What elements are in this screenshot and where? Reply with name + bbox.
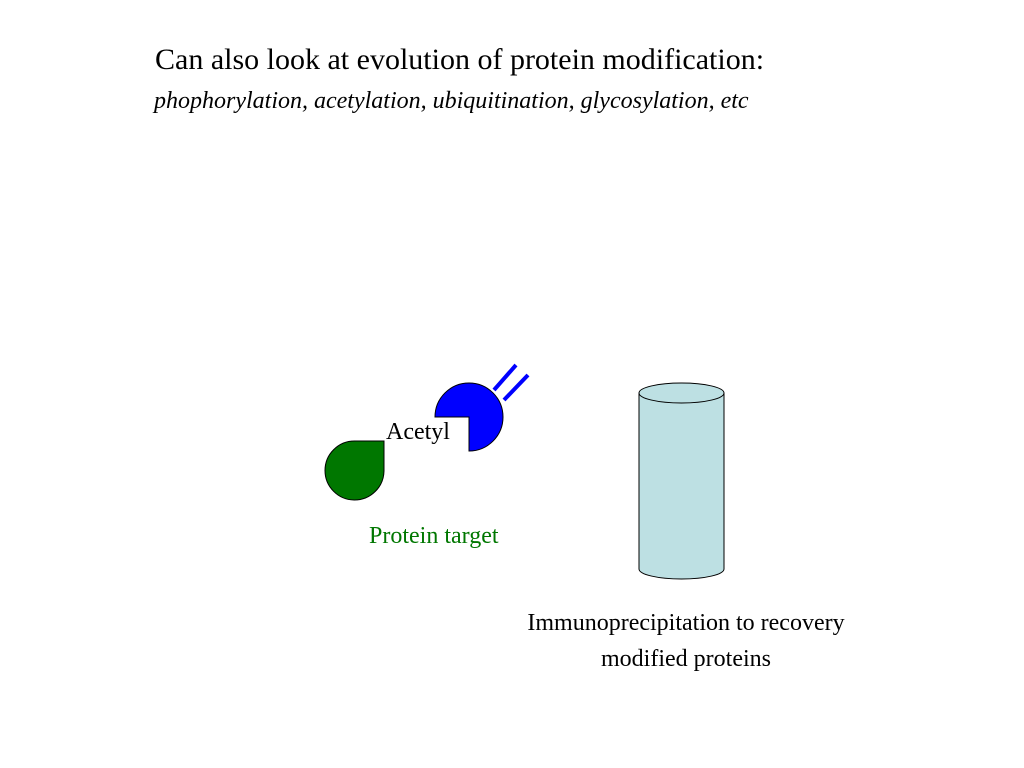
protein-target-label: Protein target bbox=[369, 523, 499, 549]
antibody-arm-line bbox=[502, 373, 530, 402]
immunoprecipitation-caption: Immunoprecipitation to recovery modified… bbox=[486, 605, 886, 677]
slide-subtitle: phophorylation, acetylation, ubiquitinat… bbox=[154, 88, 749, 114]
column-body bbox=[638, 393, 725, 580]
slide-title: Can also look at evolution of protein mo… bbox=[155, 43, 765, 76]
antibody-shape bbox=[434, 382, 504, 452]
antibody-arm-line bbox=[492, 363, 518, 392]
caption-line: modified proteins bbox=[601, 646, 771, 672]
caption-line: Immunoprecipitation to recovery bbox=[527, 610, 845, 636]
protein-target-shape bbox=[324, 440, 385, 501]
acetyl-label: Acetyl bbox=[386, 419, 450, 445]
column-top bbox=[638, 382, 725, 404]
